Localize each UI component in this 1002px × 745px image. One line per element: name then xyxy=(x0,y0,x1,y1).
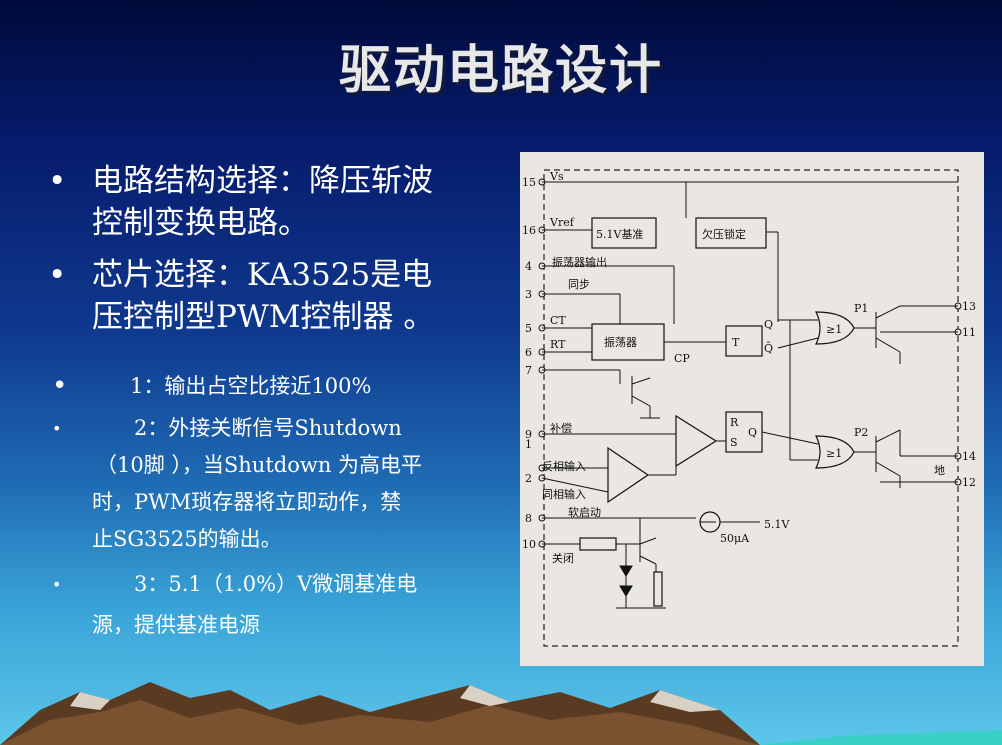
bullet-text: 芯片选择：KA3525是电 xyxy=(92,257,433,293)
bullet-text: 2：外接关断信号Shutdown xyxy=(134,416,402,440)
pin-label: 8 xyxy=(525,512,532,525)
pin-label: 7 xyxy=(525,364,532,377)
sync-label: 同步 xyxy=(568,278,590,291)
comp-label: 补偿 xyxy=(550,421,572,435)
pin-label: 3 xyxy=(525,288,532,301)
q-label: Q xyxy=(764,318,773,331)
osc-block-label: 振荡器 xyxy=(604,335,637,349)
pin-label: 13 xyxy=(962,300,976,313)
pin-label: 4 xyxy=(525,260,532,273)
inv-in-label: 反相输入 xyxy=(542,459,586,473)
bullet-text: 电路结构选择：降压斩波 xyxy=(92,163,433,199)
qbar-label: Q̄ xyxy=(764,342,773,355)
bullet-item: • 电路结构选择：降压斩波 控制变换电路。 xyxy=(44,160,433,244)
p1-label: P1 xyxy=(854,302,868,315)
vs-label: Vs xyxy=(549,170,564,183)
bullet-item: • 2：外接关断信号Shutdown （10脚 ），当Shutdown 为高电平… xyxy=(44,410,422,558)
pin-label: 14 xyxy=(962,450,976,463)
cp-label: CP xyxy=(674,352,690,365)
bullet-text: 1：输出占空比接近100% xyxy=(130,374,372,398)
pin-label: 5 xyxy=(525,322,532,335)
bullet-item: • 芯片选择：KA3525是电 压控制型PWM控制器 。 xyxy=(44,254,434,338)
pin-label: 2 xyxy=(525,472,532,485)
mountain-decoration xyxy=(0,682,1002,745)
r-label: R xyxy=(730,416,739,429)
gnd-label: 地 xyxy=(934,464,945,477)
bullet-text: 止SG3525的输出。 xyxy=(92,527,282,551)
bullet-item: • 1：输出占空比接近100% xyxy=(44,368,371,405)
pin-label: 6 xyxy=(525,346,532,359)
pin-label: 1 xyxy=(525,438,532,451)
ref-block-label: 5.1V基准 xyxy=(596,228,643,241)
p2-label: P2 xyxy=(854,426,868,439)
softstart-label: 软启动 xyxy=(568,505,601,519)
bullet-text: 源，提供基准电源 xyxy=(92,613,260,637)
shutdown-label: 关闭 xyxy=(552,551,574,565)
bullet-text: （10脚 ），当Shutdown 为高电平 xyxy=(96,453,423,477)
pin-label: 15 xyxy=(522,176,536,189)
bullet-dot: • xyxy=(52,419,62,438)
uvlo-block-label: 欠压锁定 xyxy=(702,227,746,241)
slide-title: 驱动电路设计 xyxy=(338,40,663,101)
pin-label: 16 xyxy=(522,224,536,237)
gate-top-label: ≥1 xyxy=(826,323,842,336)
pin-label: 11 xyxy=(962,326,976,339)
q-latch-label: Q xyxy=(748,426,757,439)
bullet-item: • 3：5.1（1.0%）V微调基准电 源，提供基准电源 xyxy=(44,566,417,644)
s-label: S xyxy=(730,436,738,449)
pin-label: 9 xyxy=(525,428,532,441)
bullet-text: 3：5.1（1.0%）V微调基准电 xyxy=(134,572,418,596)
gate-bottom-label: ≥1 xyxy=(826,447,842,460)
pin-label: 12 xyxy=(962,476,976,489)
noninv-in-label: 同相输入 xyxy=(542,487,586,501)
bullet-text: 控制变换电路。 xyxy=(92,205,309,241)
bullet-dot: • xyxy=(48,163,67,199)
pin-label: 10 xyxy=(522,538,536,551)
bullet-dot: • xyxy=(52,575,62,594)
circuit-diagram: 15 16 4 3 5 6 7 1 9 2 8 10 13 11 14 12 V… xyxy=(520,152,984,666)
bullet-text: 时，PWM琐存器将立即动作，禁 xyxy=(92,490,402,514)
osc-out-label: 振荡器输出 xyxy=(552,255,607,269)
current-label: 50μA xyxy=(720,532,750,545)
bullet-dot: • xyxy=(52,371,68,401)
v51-label: 5.1V xyxy=(764,518,790,531)
ct-label: CT xyxy=(550,314,566,327)
bullet-dot: • xyxy=(48,257,67,293)
t-label: T xyxy=(732,336,740,349)
rt-label: RT xyxy=(550,338,566,351)
bullet-text: 压控制型PWM控制器 。 xyxy=(92,299,435,335)
vref-label: Vref xyxy=(549,216,575,229)
